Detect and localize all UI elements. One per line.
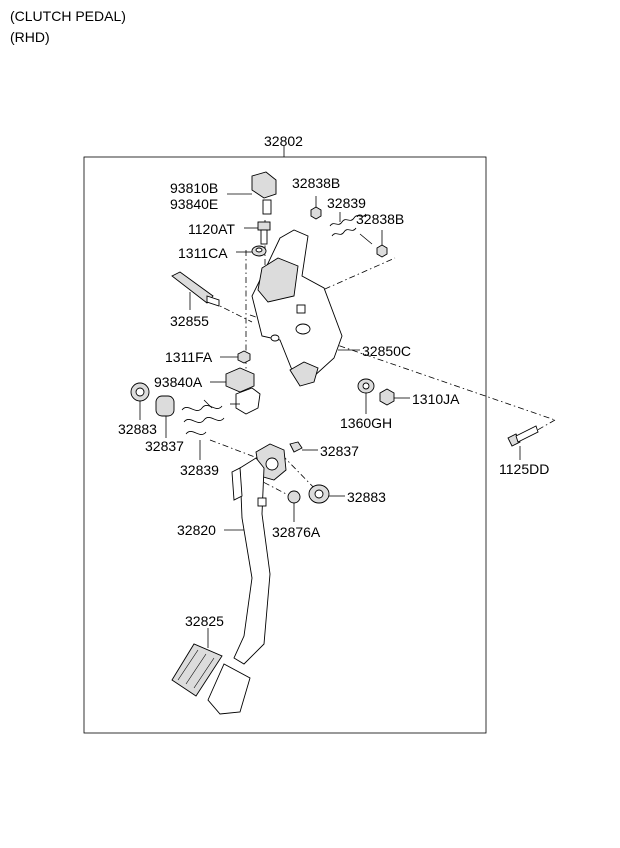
bolt-icon (244, 221, 271, 245)
label-bushing-left: 32883 (118, 421, 157, 437)
label-bolt-1125dd: 1125DD (499, 461, 549, 477)
assembly-frame (83, 156, 487, 734)
label-assy: 32802 (264, 133, 303, 149)
switch-icon (227, 171, 277, 215)
pedal-pad-icon (171, 628, 251, 715)
label-bolt-top: 1120AT (188, 221, 235, 237)
diagram-subtitle: (RHD) (10, 29, 50, 45)
switch-icon (210, 367, 261, 415)
nut-icon (379, 388, 410, 406)
label-stopper: 32876A (272, 524, 321, 540)
label-nut-1310ja: 1310JA (412, 391, 460, 407)
label-nut-1311ca: 1311CA (178, 245, 228, 261)
label-pedal-arm: 32820 (177, 522, 216, 538)
nut-icon (310, 196, 322, 220)
pedal-arm-icon (224, 443, 287, 665)
nut-icon (236, 245, 267, 257)
label-nut-1311fa: 1311FA (165, 349, 213, 365)
bushing-icon (308, 484, 345, 504)
label-spring-left: 32839 (180, 462, 219, 478)
label-bracket: 32850C (362, 343, 411, 359)
label-switch-c: 93840A (154, 374, 203, 390)
pin-icon (171, 271, 220, 310)
label-switch-a: 93810B (170, 180, 218, 196)
washer-icon (357, 378, 375, 414)
label-bushing-left-2: 32837 (145, 438, 184, 454)
diagram-title: (CLUTCH PEDAL) (10, 8, 126, 24)
bolt-icon (507, 425, 539, 460)
nut-icon (376, 230, 388, 258)
bushing-icon (130, 382, 150, 420)
label-bushing-right-2: 32883 (347, 489, 386, 505)
spring-icon (181, 399, 225, 460)
label-nut-top-right: 32838B (356, 211, 404, 227)
spring-icon (329, 212, 373, 245)
stopper-icon (287, 490, 301, 522)
label-nut-top: 32838B (292, 175, 340, 191)
bracket-icon (251, 229, 360, 387)
bushing-icon (155, 395, 175, 438)
label-spring-top: 32839 (327, 195, 366, 211)
label-pin: 32855 (170, 313, 209, 329)
label-switch-b: 93840E (170, 196, 218, 212)
label-pedal-pad: 32825 (185, 613, 224, 629)
label-washer-1360gh: 1360GH (340, 415, 392, 431)
nut-icon (220, 350, 251, 364)
bushing-icon (289, 441, 318, 453)
label-bushing-right: 32837 (320, 443, 359, 459)
